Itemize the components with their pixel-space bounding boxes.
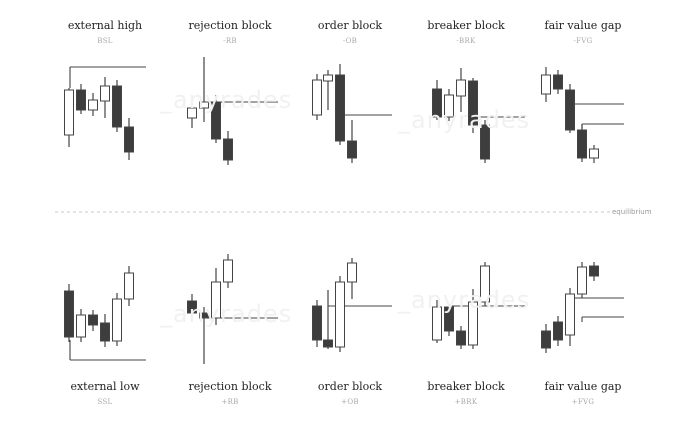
panel-code-plus-ob: +OB xyxy=(341,398,359,406)
panel-code-plus-fvg: +FVG xyxy=(571,398,595,406)
minus-rb-candle-4-body xyxy=(223,138,233,161)
ext-high-candle-1-body xyxy=(64,89,74,136)
ext-high-candle-3-body xyxy=(88,99,98,111)
minus-brk-candle-1-body xyxy=(432,88,442,118)
plus-rb-candle-3-body xyxy=(211,281,221,319)
minus-ob-candle-1-body xyxy=(312,79,322,116)
watermark-1: _anyrades xyxy=(160,86,293,114)
minus-brk-candle-2-body xyxy=(444,94,454,118)
minus-ob-candle-2-body xyxy=(323,74,333,82)
plus-ob-candle-1-body xyxy=(312,305,322,341)
ext-low-candle-3-body xyxy=(88,314,98,326)
minus-rb-candle-2-body xyxy=(199,101,209,109)
panel-code-minus-ob: -OB xyxy=(342,37,358,45)
plus-fvg-candle-5-body xyxy=(589,265,599,277)
plus-ob-candle-4-body xyxy=(347,262,357,283)
plus-rb-candle-1-body xyxy=(187,300,197,314)
ext-low-candle-1-body xyxy=(64,290,74,338)
plus-fvg-candle-1-body xyxy=(541,330,551,349)
plus-brk-candle-2-body xyxy=(444,306,454,332)
panel-title-breaker-block-bear: breaker block xyxy=(427,19,505,32)
plus-ob-candle-3-body xyxy=(335,281,345,348)
panel-code-minus-brk: -BRK xyxy=(456,37,476,45)
plus-brk-candle-1-body xyxy=(432,306,442,341)
panel-title-order-block-bear: order block xyxy=(317,19,383,32)
panel-code-bsl: BSL xyxy=(97,37,113,45)
plus-brk-candle-4-body xyxy=(468,301,478,346)
panel-code-minus-rb: -RB xyxy=(223,37,237,45)
panel-code-ssl: SSL xyxy=(97,398,113,406)
minus-fvg-candle-1-body xyxy=(541,74,551,95)
plus-fvg-candle-2-body xyxy=(553,321,563,341)
panel-title-external-low: external low xyxy=(70,380,140,393)
ext-high-candle-2-body xyxy=(76,89,86,111)
ext-low-candle-2-body xyxy=(76,314,86,338)
panel-title-fair-value-gap-bull: fair value gap xyxy=(544,380,622,393)
panel-title-external-high: external high xyxy=(67,19,143,32)
watermark-3: _anyrades xyxy=(160,300,293,328)
plus-brk-candle-3-body xyxy=(456,330,466,346)
minus-brk-candle-5-body xyxy=(480,124,490,160)
minus-rb-candle-3-body xyxy=(211,101,221,140)
watermark-4: _anyrades xyxy=(398,286,531,314)
minus-brk-candle-4-body xyxy=(468,80,478,126)
equilibrium-label: equilibrium xyxy=(612,208,652,216)
plus-rb-candle-4-body xyxy=(223,259,233,283)
panel-title-order-block-bull: order block xyxy=(317,380,383,393)
minus-fvg-candle-4-body xyxy=(577,129,587,159)
panel-code-plus-rb: +RB xyxy=(221,398,239,406)
minus-rb-candle-1-body xyxy=(187,107,197,119)
ext-high-candle-4-body xyxy=(100,85,110,102)
panel-code-minus-fvg: -FVG xyxy=(573,37,593,45)
minus-fvg-candle-2-body xyxy=(553,74,563,90)
minus-fvg-candle-3-body xyxy=(565,89,575,131)
panel-code-plus-brk: +BRK xyxy=(454,398,478,406)
plus-fvg-candle-4-body xyxy=(577,266,587,295)
plus-fvg-candle-3-body xyxy=(565,293,575,336)
ext-high-candle-6-body xyxy=(124,126,134,153)
ext-low-candle-5-body xyxy=(112,298,122,342)
minus-ob-candle-3-body xyxy=(335,74,345,142)
minus-ob-candle-4-body xyxy=(347,140,357,159)
minus-fvg-candle-5-body xyxy=(589,148,599,159)
panel-title-fair-value-gap-bear: fair value gap xyxy=(544,19,622,32)
ext-low-candle-4-body xyxy=(100,322,110,342)
panel-title-breaker-block-bull: breaker block xyxy=(427,380,505,393)
plus-ob-candle-2-body xyxy=(323,339,333,348)
plus-brk-candle-5-body xyxy=(480,265,490,303)
watermark-2: _anyrades xyxy=(398,106,531,134)
panel-title-rejection-block-bear: rejection block xyxy=(188,19,272,32)
minus-brk-candle-3-body xyxy=(456,79,466,97)
ext-low-candle-6-body xyxy=(124,272,134,300)
ext-high-candle-5-body xyxy=(112,85,122,128)
plus-rb-candle-2-body xyxy=(199,312,209,319)
panel-title-rejection-block-bull: rejection block xyxy=(188,380,272,393)
